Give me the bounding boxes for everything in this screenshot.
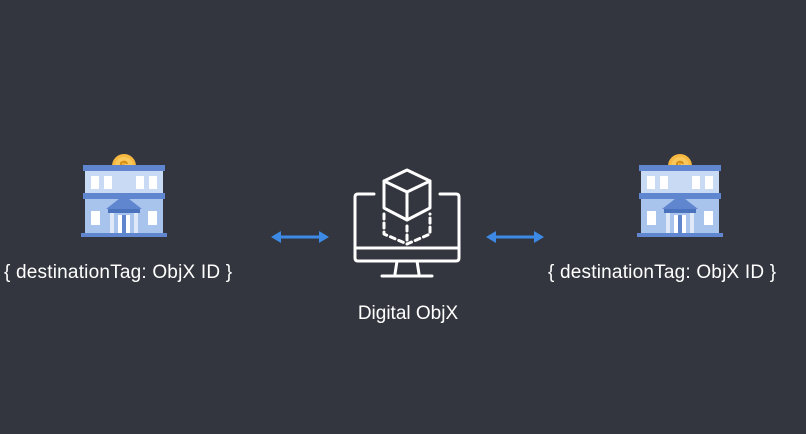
bank-building-icon: $ <box>81 153 167 237</box>
left-node-label: { destinationTag: ObjX ID } <box>4 262 233 283</box>
right-node-label: { destinationTag: ObjX ID } <box>548 262 777 283</box>
bidirectional-arrow-icon <box>486 229 544 245</box>
center-node-label: Digital ObjX <box>357 303 459 324</box>
bidirectional-arrow-icon <box>271 229 329 245</box>
bank-building-icon: $ <box>637 153 723 237</box>
computer-cube-icon <box>352 166 462 286</box>
